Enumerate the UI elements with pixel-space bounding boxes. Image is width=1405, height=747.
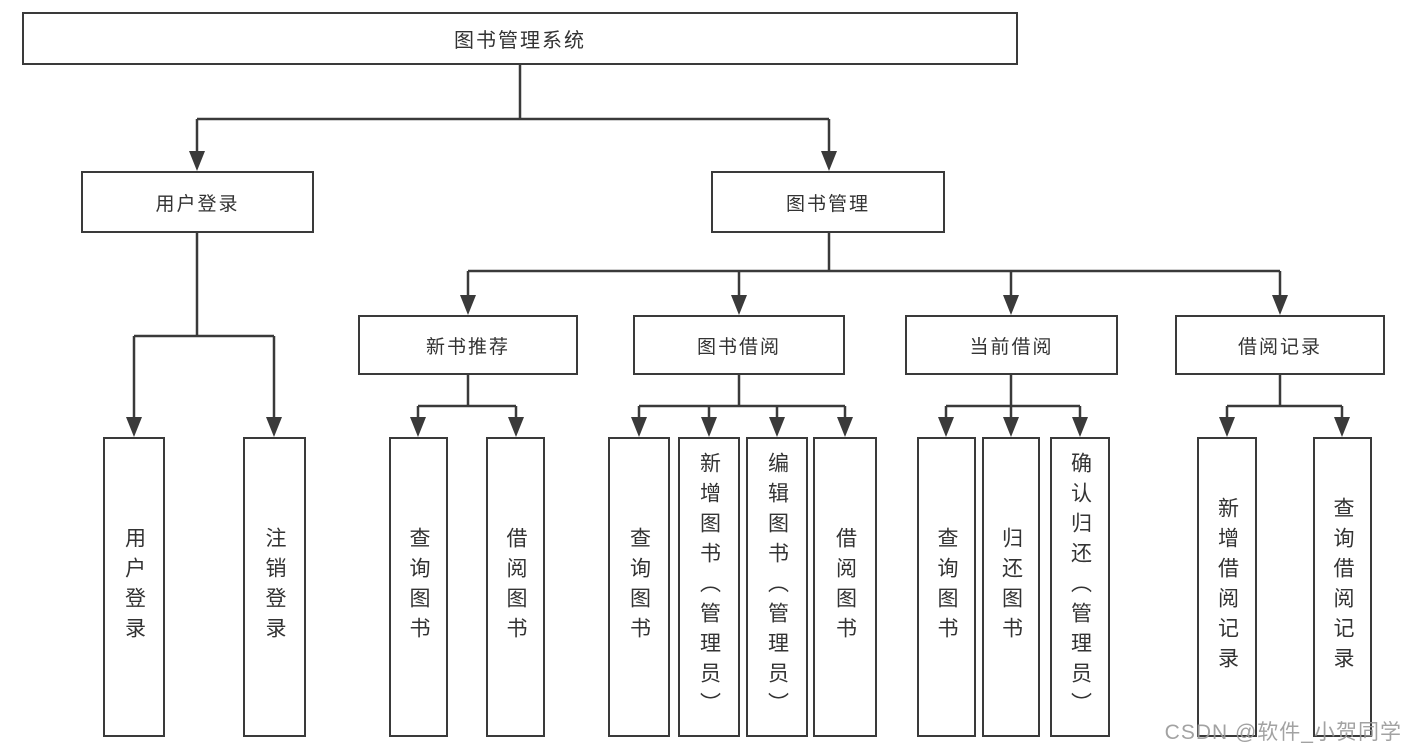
node-current-borrow-label: 当前借阅 xyxy=(969,336,1054,358)
node-user-login: 用户登录 xyxy=(81,171,314,233)
leaf-query-borrow-record: 查询借阅记录 xyxy=(1313,437,1372,737)
leaf-add-book-admin: 新增图书（管理员） xyxy=(678,437,740,737)
leaf-query-borrow-record-label: 查询借阅记录 xyxy=(1331,497,1354,677)
csdn-watermark: CSDN @软件_小贺同学 xyxy=(1164,721,1402,744)
leaf-borrow-books-1-label: 借阅图书 xyxy=(504,527,527,647)
leaf-edit-book-admin: 编辑图书（管理员） xyxy=(746,437,808,737)
tree-edges xyxy=(132,65,1344,420)
leaf-add-borrow-record-label: 新增借阅记录 xyxy=(1215,497,1239,677)
node-borrow-records-label: 借阅记录 xyxy=(1237,336,1322,358)
node-user-login-label: 用户登录 xyxy=(155,193,240,215)
leaf-return-books-label: 归还图书 xyxy=(999,527,1023,647)
node-book-borrow: 图书借阅 xyxy=(633,315,845,375)
leaf-confirm-return-admin: 确认归还（管理员） xyxy=(1050,437,1110,737)
leaf-user-login-label: 用户登录 xyxy=(122,527,146,647)
node-book-management-label: 图书管理 xyxy=(785,193,870,215)
leaf-logout: 注销登录 xyxy=(243,437,306,737)
leaf-borrow-books-2-label: 借阅图书 xyxy=(833,527,857,647)
node-root-system: 图书管理系统 xyxy=(22,12,1018,65)
node-current-borrow: 当前借阅 xyxy=(905,315,1118,375)
leaf-return-books: 归还图书 xyxy=(982,437,1040,737)
leaf-query-books-2: 查询图书 xyxy=(608,437,670,737)
node-new-book-recommend-label: 新书推荐 xyxy=(425,336,510,358)
node-book-management: 图书管理 xyxy=(711,171,945,233)
leaf-logout-label: 注销登录 xyxy=(263,527,286,647)
leaf-add-book-admin-label: 新增图书（管理员） xyxy=(697,452,721,722)
leaf-query-books-1: 查询图书 xyxy=(389,437,448,737)
leaf-borrow-books-1: 借阅图书 xyxy=(486,437,545,737)
leaf-query-books-1-label: 查询图书 xyxy=(407,527,430,647)
node-root-label: 图书管理系统 xyxy=(454,30,586,52)
leaf-user-login: 用户登录 xyxy=(103,437,165,737)
leaf-borrow-books-2: 借阅图书 xyxy=(813,437,877,737)
leaf-confirm-return-admin-label: 确认归还（管理员） xyxy=(1068,452,1092,722)
leaf-query-books-2-label: 查询图书 xyxy=(627,527,651,647)
node-borrow-records: 借阅记录 xyxy=(1175,315,1385,375)
node-book-borrow-label: 图书借阅 xyxy=(696,336,781,358)
leaf-add-borrow-record: 新增借阅记录 xyxy=(1197,437,1257,737)
leaf-query-books-3: 查询图书 xyxy=(917,437,976,737)
leaf-edit-book-admin-label: 编辑图书（管理员） xyxy=(765,452,789,722)
leaf-query-books-3-label: 查询图书 xyxy=(935,527,958,647)
node-new-book-recommend: 新书推荐 xyxy=(358,315,578,375)
